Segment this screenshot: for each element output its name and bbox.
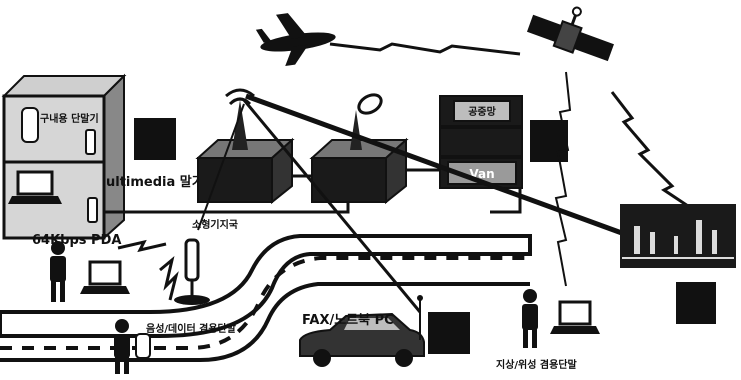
label-public-network: 공중망 bbox=[468, 105, 496, 118]
small-base-station-icon bbox=[174, 240, 210, 305]
label-pager-terminal: 구내용 단말기 bbox=[40, 112, 99, 125]
label-voice-data-terminal: 음성/데이터 겸용단말 bbox=[146, 322, 237, 335]
signal-satellite-city bbox=[612, 92, 694, 210]
office-building: 구내용 단말기 bbox=[4, 76, 124, 238]
phone-icon bbox=[88, 198, 97, 222]
phone-icon bbox=[22, 108, 38, 142]
label-fax-notebook: FAX/노트북 PC bbox=[302, 313, 394, 328]
laptop-icon bbox=[550, 302, 600, 334]
network-panel-middle bbox=[440, 128, 522, 156]
signal-plane-satellite bbox=[330, 44, 520, 54]
label-multimedia-terminal: ultimedia 말기 bbox=[106, 175, 204, 190]
label-pda: 64Kbps PDA bbox=[32, 233, 121, 248]
label-small-base-station: 소형기지국 bbox=[192, 218, 238, 231]
label-terrestrial-satellite-terminal: 지상/위성 겸용단말 bbox=[496, 358, 578, 371]
terminal-block bbox=[134, 118, 176, 160]
signal-pda bbox=[118, 242, 166, 250]
laptop-icon bbox=[80, 262, 130, 294]
signal-satellite-ground bbox=[556, 72, 570, 286]
city-block bbox=[676, 282, 716, 324]
person-icon bbox=[522, 289, 538, 348]
satellite-icon bbox=[526, 0, 622, 65]
link-building-station bbox=[104, 202, 348, 212]
public-network-panel: 공중망 bbox=[440, 96, 522, 126]
phone-icon bbox=[136, 334, 150, 358]
city-skyline-icon bbox=[620, 204, 736, 268]
airplane-icon bbox=[254, 7, 338, 69]
link-station-to-city bbox=[246, 96, 630, 236]
person-icon bbox=[50, 241, 66, 302]
person-icon bbox=[114, 319, 130, 374]
signal-small-station bbox=[160, 260, 176, 300]
car-block bbox=[428, 312, 470, 354]
phone-icon bbox=[86, 130, 95, 154]
